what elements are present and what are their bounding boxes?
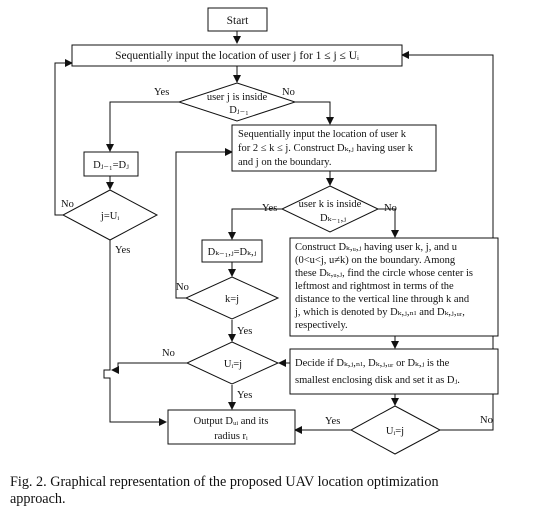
- input-user-j-text: Sequentially input the location of user …: [115, 50, 359, 62]
- decide-line1: Decide if Dₖ,ⱼ,ₙₗ, Dₖ,ⱼ,ᵤᵣ or Dₖ,ⱼ is th…: [295, 358, 450, 369]
- input-user-k-box: Sequentially input the location of user …: [231, 124, 437, 172]
- label-no-cond-j: No: [282, 87, 295, 98]
- cond-k-eq-j-text: k=j: [225, 294, 239, 305]
- figure-caption: Fig. 2. Graphical representation of the …: [10, 474, 540, 508]
- cond-user-j-line1: user j is inside: [207, 92, 268, 103]
- arrow-cond-j-yes: [106, 101, 179, 152]
- cond-j-eq-ui-text: j=Uᵢ: [100, 211, 119, 222]
- caption-line1: Fig. 2. Graphical representation of the …: [10, 474, 439, 490]
- label-no-cond-ui-right: No: [480, 415, 493, 426]
- cond-user-k-line1: user k is inside: [299, 199, 362, 210]
- start-label: Start: [227, 15, 250, 27]
- cond-user-j-inside: user j is inside Dⱼ₋₁: [177, 82, 297, 122]
- construct-line6: j, which is denoted by Dₖ,ⱼ,ₙₗ and Dₖ,ⱼ,…: [294, 307, 465, 318]
- cond-ui-eq-j-left-text: Uᵢ=j: [224, 359, 242, 370]
- cond-k-eq-j: k=j: [184, 276, 280, 320]
- label-yes-cond-ui: Yes: [115, 245, 130, 256]
- set-dj-text: Dⱼ₋₁=Dⱼ: [93, 160, 129, 171]
- input-user-j-box: Sequentially input the location of user …: [71, 44, 403, 67]
- decide-box: Decide if Dₖ,ⱼ,ₙₗ, Dₖ,ⱼ,ᵤᵣ or Dₖ,ⱼ is th…: [289, 348, 499, 395]
- arrow-cond-k-no: [378, 208, 399, 238]
- cond-ui-eq-j-left: Uᵢ=j: [185, 341, 280, 385]
- arrow-cond-j-no: [295, 101, 334, 125]
- construct-line1: Construct Dₖ,ᵤ,ⱼ having user k, j, and u: [295, 242, 458, 253]
- input-user-k-line1: Sequentially input the location of user …: [238, 129, 407, 140]
- construct-line5: distance to the vertical line through k …: [295, 294, 470, 305]
- construct-dkuj-box: Construct Dₖ,ᵤ,ⱼ having user k, j, and u…: [289, 237, 499, 337]
- cond-user-k-line2: Dₖ₋₁,ⱼ: [320, 213, 346, 224]
- arrow-cond-ui-no-loop: [54, 59, 73, 216]
- input-user-k-line2: for 2 ≤ k ≤ j. Construct Dₖ,ⱼ having use…: [238, 143, 414, 154]
- label-yes-cond-kj: Yes: [237, 326, 252, 337]
- label-yes-cond-j: Yes: [154, 87, 169, 98]
- output-line1: Output Dᵤᵢ and its: [194, 416, 269, 427]
- output-line2: radius rᵢ: [214, 431, 248, 442]
- start-node: Start: [207, 7, 268, 32]
- input-user-k-line3: and j on the boundary.: [238, 157, 332, 168]
- arrow-cond-k-yes: [228, 208, 282, 240]
- label-yes-cond-ui-left: Yes: [237, 390, 252, 401]
- decide-line2: smallest enclosing disk and set it as Dⱼ…: [295, 375, 460, 386]
- arrow-cond-ui-left-no: [111, 362, 187, 374]
- label-no-cond-ui: No: [61, 199, 74, 210]
- arrow-cond-kj-no-loop: [175, 148, 233, 299]
- output-box: Output Dᵤᵢ and its radius rᵢ: [167, 409, 296, 445]
- set-dj-box: Dⱼ₋₁=Dⱼ: [83, 151, 139, 177]
- cond-ui-eq-j-right: Uᵢ=j: [349, 405, 442, 455]
- label-yes-cond-ui-right: Yes: [325, 416, 340, 427]
- construct-line2: (0<u<j, u≠k) on the boundary. Among: [295, 255, 456, 266]
- cond-user-j-line2: Dⱼ₋₁: [229, 105, 249, 116]
- arrow-cond-ui-yes-to-output: [103, 239, 167, 426]
- set-dkj-box: Dₖ₋₁,ⱼ=Dₖ,ⱼ: [201, 239, 263, 263]
- construct-line4: leftmost and rightmost in terms of the: [295, 281, 454, 292]
- label-no-cond-ui-left: No: [162, 348, 175, 359]
- label-no-cond-k: No: [384, 203, 397, 214]
- cond-ui-eq-j-right-text: Uᵢ=j: [386, 426, 404, 437]
- label-no-cond-kj: No: [176, 282, 189, 293]
- caption-line2: approach.: [10, 491, 66, 507]
- cond-user-k-inside: user k is inside Dₖ₋₁,ⱼ: [280, 185, 380, 233]
- construct-line3: these Dₖ,ᵤ,ⱼ, find the circle whose cent…: [295, 268, 473, 279]
- label-yes-cond-k: Yes: [262, 203, 277, 214]
- construct-line7: respectively.: [295, 320, 348, 331]
- cond-j-eq-ui: j=Uᵢ: [61, 189, 159, 241]
- set-dkj-text: Dₖ₋₁,ⱼ=Dₖ,ⱼ: [208, 247, 257, 258]
